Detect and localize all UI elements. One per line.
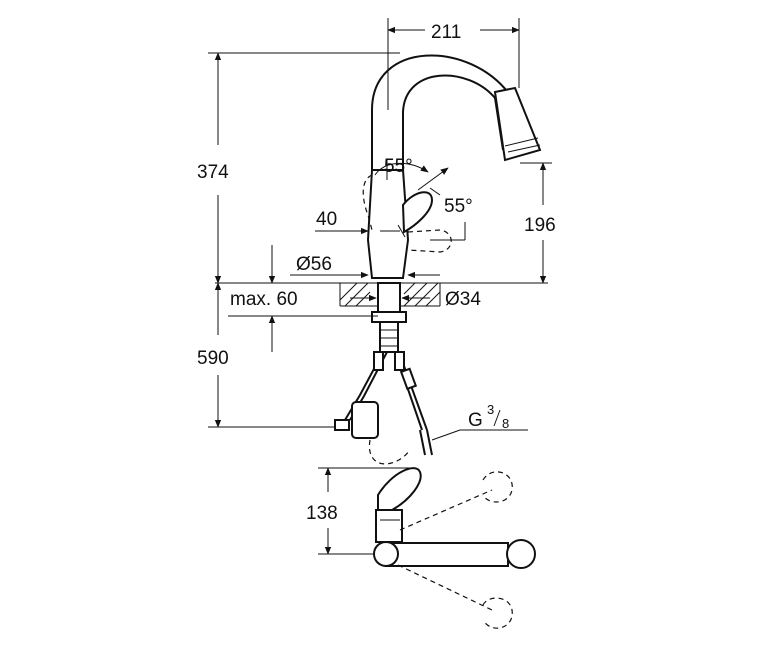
- dim-spout-reach-label: 211: [431, 22, 461, 43]
- dim-deck-thickness: max. 60: [228, 289, 378, 352]
- lever-ghost-up: [362, 174, 373, 231]
- dim-hose-length-label: 590: [197, 348, 229, 369]
- dim-top-depth-label: 138: [306, 503, 338, 524]
- top-view: [373, 467, 536, 629]
- lever-ghost-side: [407, 229, 452, 253]
- dim-lever-angle-side: 55°: [417, 167, 473, 241]
- thread-letter: G: [468, 410, 483, 431]
- dim-connection-thread: G 3 8: [431, 402, 528, 441]
- dim-hole-diameter: Ø34: [350, 289, 481, 310]
- top-spout: [385, 542, 509, 567]
- dim-lever-angle-top: 55°: [374, 156, 429, 180]
- dim-base-diameter-label: Ø56: [296, 254, 332, 275]
- dim-top-depth: 138: [306, 467, 412, 555]
- spout: [371, 54, 529, 278]
- dim-spout-reach: 211: [387, 18, 520, 110]
- dim-spout-height: 196: [520, 162, 556, 284]
- dim-lever-offset-label: 40: [316, 209, 337, 230]
- thread-denominator: 8: [502, 416, 509, 431]
- dim-hose-length: 590: [197, 282, 335, 428]
- dim-lever-angle-side-label: 55°: [444, 196, 473, 217]
- dim-deck-thickness-label: max. 60: [230, 289, 298, 310]
- faucet-body: [366, 169, 410, 279]
- mount-shank: [377, 282, 401, 316]
- dim-base-diameter: Ø56: [268, 245, 440, 284]
- side-view: [215, 54, 548, 465]
- swing-ghost-upper: [482, 471, 513, 503]
- hose-weight: [351, 401, 379, 439]
- dim-total-height-label: 374: [197, 162, 229, 183]
- spray-head: [493, 86, 542, 162]
- dim-spout-height-label: 196: [524, 215, 556, 236]
- swing-ghost-lower: [482, 597, 513, 629]
- thread-numerator: 3: [487, 402, 494, 417]
- dim-lever-offset: 40: [315, 209, 406, 238]
- dim-total-height: 374: [197, 52, 400, 284]
- dim-lever-angle-top-label: 55°: [384, 156, 413, 177]
- lever: [401, 191, 434, 234]
- dim-hole-diameter-label: Ø34: [445, 289, 481, 310]
- top-lever: [377, 467, 422, 511]
